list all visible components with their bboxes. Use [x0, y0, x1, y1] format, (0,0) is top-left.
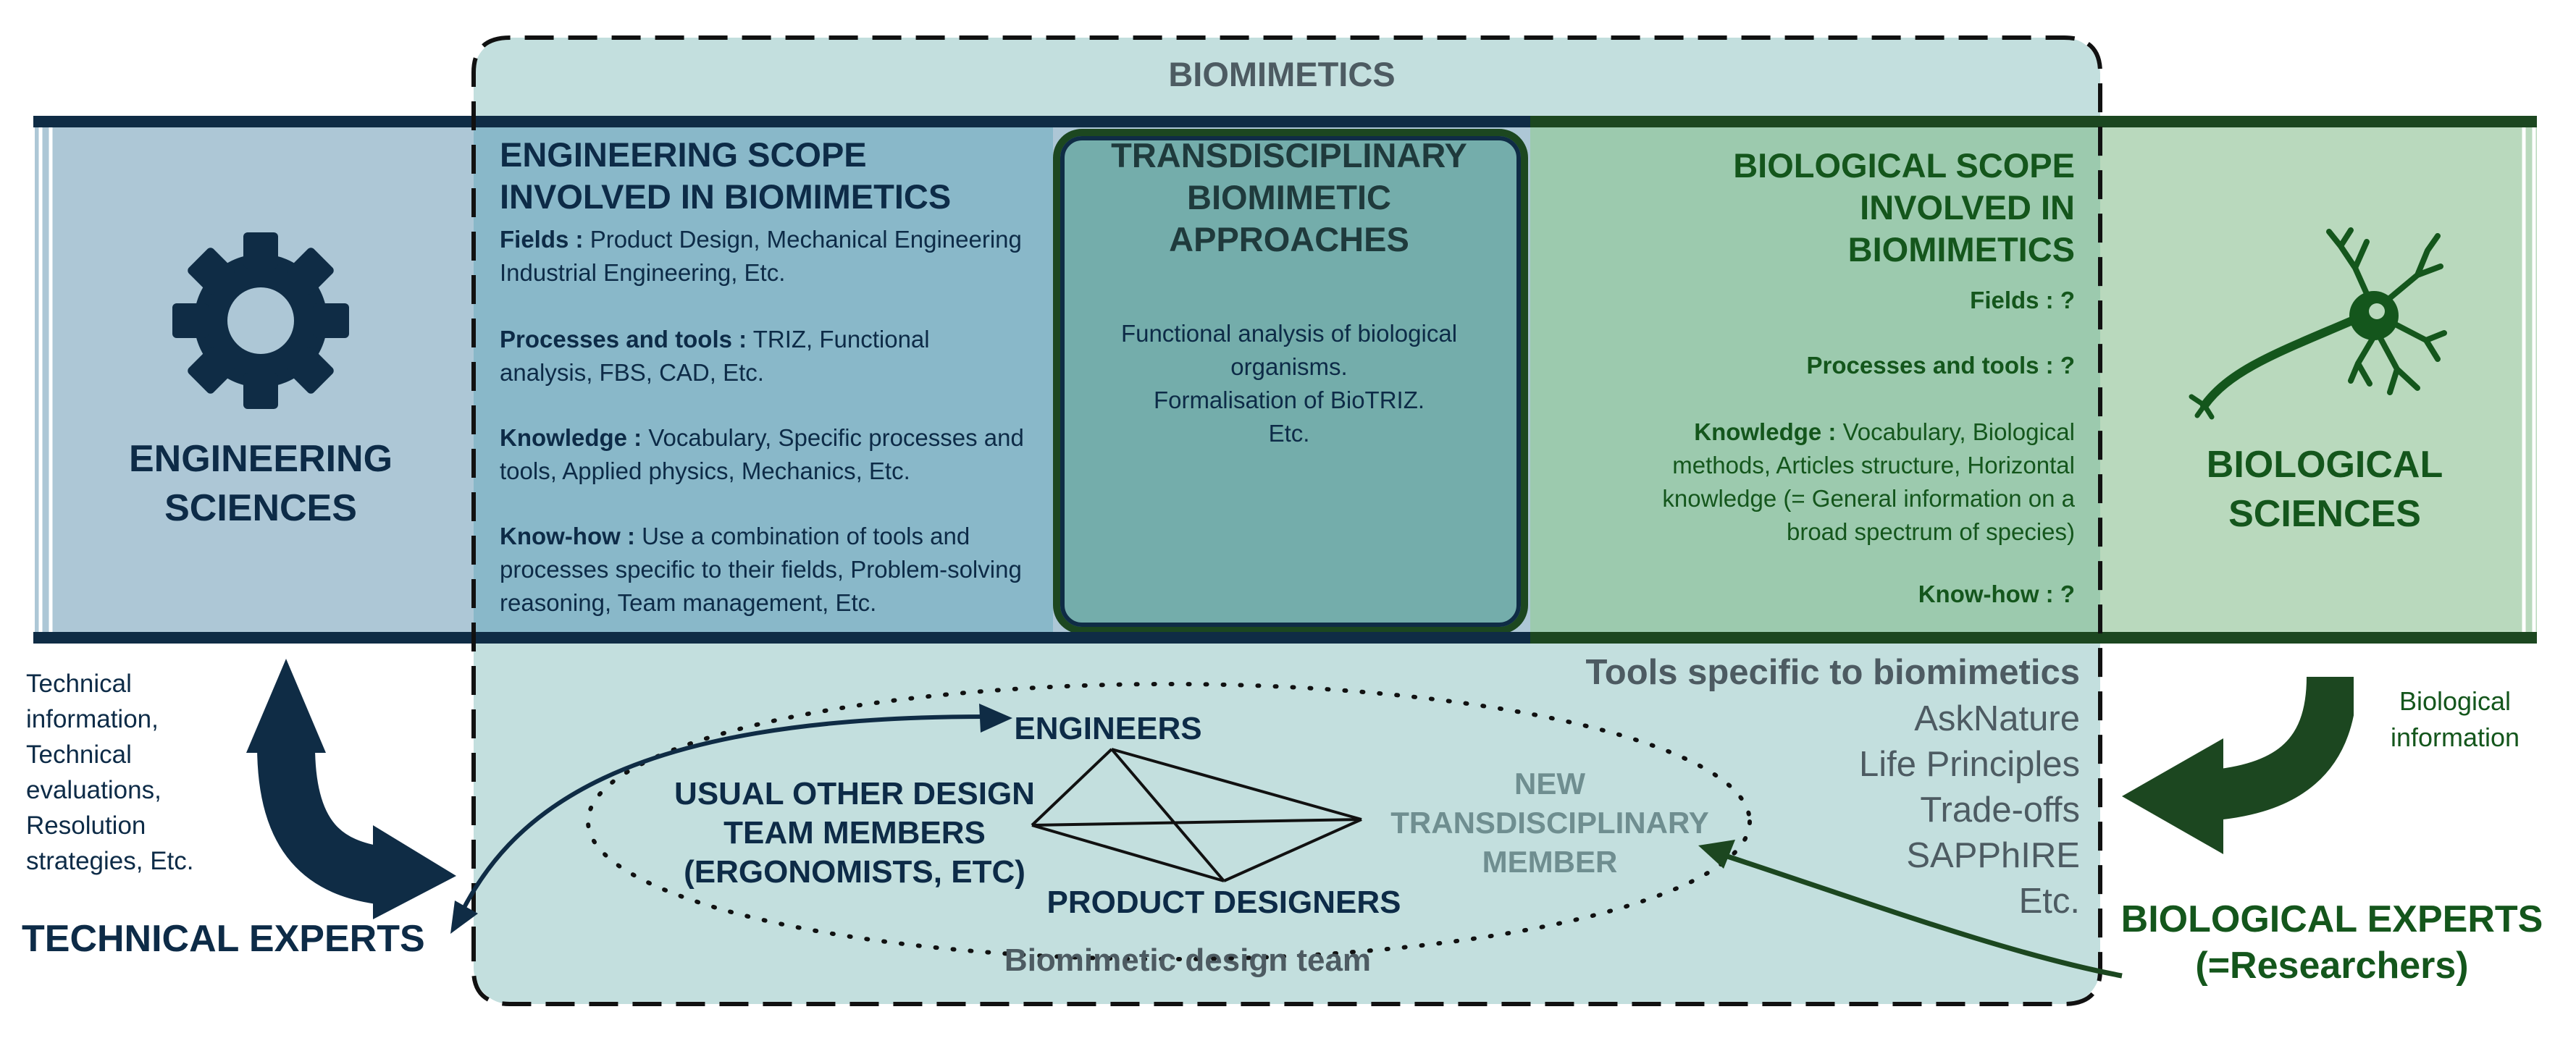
biological-information-text: Biological information [2390, 686, 2520, 752]
transdisciplinary-text: Functional analysis of biological organi… [1120, 320, 1458, 447]
tools-list: AskNature Life Principles Trade-offs SAP… [1753, 696, 2080, 924]
new-member-label: NEW TRANSDISCIPLINARY MEMBER [1390, 767, 1709, 879]
curved-arrow-icon [2122, 677, 2354, 854]
biological-knowledge: Knowledge : Vocabulary, Biological metho… [1593, 416, 2075, 549]
transdisciplinary-title: TRANSDISCIPLINARY BIOMIMETIC APPROACHES [1111, 136, 1467, 258]
biological-fields: Fields : ? [1970, 287, 2075, 313]
biological-scope-title: BIOLOGICAL SCOPE INVOLVED IN BIOMIMETICS [1733, 146, 2075, 269]
tool-item: Life Principles [1858, 745, 2080, 784]
fields-text: Product Design, Mechanical Engineering I… [500, 226, 1022, 286]
engineering-fields: Fields : Product Design, Mechanical Engi… [500, 223, 1036, 290]
tool-item: Trade-offs [1920, 790, 2080, 830]
knowledge-label: Knowledge : [500, 424, 642, 451]
tool-item: AskNature [1914, 699, 2080, 738]
engineering-knowledge: Knowledge : Vocabulary, Specific process… [500, 421, 1036, 488]
engineering-scope-area [474, 117, 1053, 642]
product-designers-label: PRODUCT DESIGNERS [1046, 885, 1401, 920]
knowledge-text: Vocabulary, Specific processes and tools… [500, 424, 1024, 484]
processes-label: Processes and tools : [500, 326, 747, 353]
processes-text: TRIZ, Functional analysis, FBS, CAD, Etc… [500, 326, 930, 386]
knowhow-text: Use a combination of tools and processes… [500, 523, 1022, 616]
tools-title: Tools specific to biomimetics [1585, 653, 2080, 692]
biological-knowhow: Know-how : ? [1918, 581, 2075, 607]
knowhow-label: Know-how : [500, 523, 635, 549]
tool-item: Etc. [2018, 882, 2080, 921]
gear-icon [172, 232, 349, 409]
tool-item: SAPPhIRE [1906, 836, 2080, 875]
engineering-sciences-label: ENGINEERING SCIENCES [128, 438, 393, 529]
biological-processes: Processes and tools : ? [1806, 352, 2075, 379]
technical-information-text: Technical information, Technical evaluat… [26, 670, 194, 875]
fields-label: Fields : [500, 226, 584, 253]
engineering-scope-title: ENGINEERING SCOPE INVOLVED IN BIOMIMETIC… [500, 135, 952, 216]
engineering-knowhow: Know-how : Use a combination of tools an… [500, 520, 1036, 620]
bidirectional-arrow-icon [246, 659, 456, 919]
engineers-label: ENGINEERS [1014, 711, 1202, 746]
bio-knowledge-text: Vocabulary, Biological methods, Articles… [1662, 418, 2075, 545]
diagram-title: BIOMIMETICS [1168, 55, 1396, 93]
usual-design-team-label: USUAL OTHER DESIGN TEAM MEMBERS (ERGONOM… [674, 776, 1035, 890]
technical-experts-label: TECHNICAL EXPERTS [22, 918, 425, 960]
transdisciplinary-box [1053, 129, 1528, 634]
neuron-icon [2189, 227, 2447, 420]
biological-scope-area [1530, 117, 2100, 642]
design-team-label: Biomimetic design team [1004, 942, 1372, 978]
bio-knowledge-label: Knowledge : [1694, 418, 1837, 445]
biological-sciences-label: BIOLOGICAL SCIENCES [2206, 444, 2443, 535]
biological-experts-label: BIOLOGICAL EXPERTS (=Researchers) [2120, 898, 2543, 987]
engineering-processes: Processes and tools : TRIZ, Functional a… [500, 323, 1007, 389]
